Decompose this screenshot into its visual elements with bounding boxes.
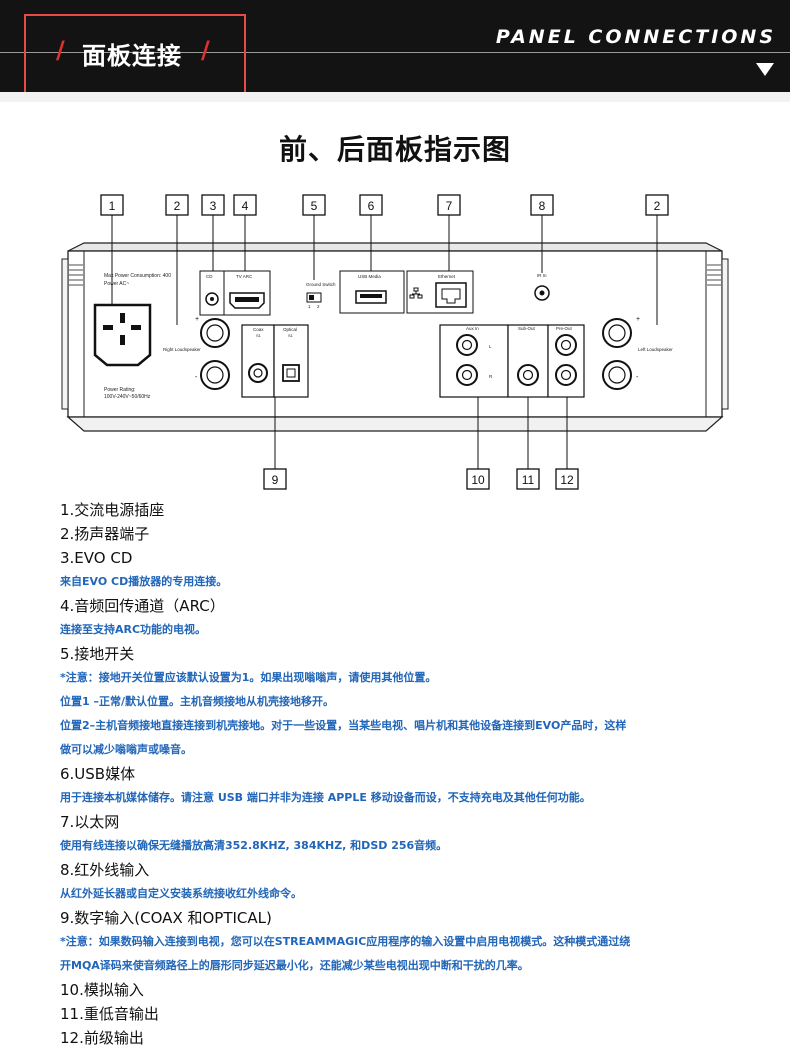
- header-slash-left: /: [56, 36, 65, 64]
- callout-6: 6: [368, 199, 375, 213]
- item-heading: 6.USB媒体: [60, 765, 136, 783]
- item-heading: 11.重低音输出: [60, 1005, 159, 1023]
- callout-1: 1: [109, 199, 116, 213]
- ir-in-label: IR In: [537, 273, 547, 278]
- item-description: 从红外延长器或自定义安装系统接收红外线命令。: [60, 887, 302, 900]
- item-heading: 5.接地开关: [60, 645, 135, 663]
- power-rating-label: Power Rating:: [104, 387, 135, 393]
- triangle-down-icon: [756, 63, 774, 76]
- callout-11: 11: [522, 473, 535, 487]
- item-description: 来自EVO CD播放器的专用连接。: [60, 575, 228, 588]
- right-plus-label: +: [195, 316, 199, 323]
- callout-7: 7: [446, 199, 453, 213]
- power-ac-label: Power AC~: [104, 281, 129, 287]
- aux-r-label: R: [489, 374, 493, 379]
- right-loudspeaker-label: Right Loudspeaker: [163, 347, 201, 352]
- callout-2-right: 2: [654, 199, 661, 213]
- item-description: 做可以减少嗡嗡声或噪音。: [60, 743, 192, 756]
- pre-out-label: Pre-Out: [556, 326, 573, 331]
- callout-12: 12: [560, 473, 574, 487]
- coax-number: S1: [256, 333, 262, 338]
- sub-out-label: Sub-Out: [518, 326, 536, 331]
- header-divider-line: [0, 52, 790, 53]
- callout-10: 10: [471, 473, 485, 487]
- item-heading: 1.交流电源插座: [60, 501, 165, 519]
- rear-panel-diagram: 1 2 3 4 5 6 7 8 2 9 10 11 12: [61, 194, 729, 490]
- hdmi-arc-port: [229, 292, 265, 309]
- network-icon: [409, 287, 423, 299]
- callout-9: 9: [272, 473, 279, 487]
- ground-switch-pos-1: 1: [308, 304, 311, 309]
- optical-label: Optical: [283, 327, 297, 332]
- usb-media-label: USB Media: [358, 274, 381, 279]
- right-speaker-terminals: [200, 318, 230, 390]
- item-heading: 2.扬声器端子: [60, 525, 150, 543]
- left-plus-label: +: [636, 316, 640, 323]
- item-heading: 8.红外线输入: [60, 861, 150, 879]
- item-description: 使用有线连接以确保无缝播放高清352.8KHZ, 384KHZ, 和DSD 25…: [60, 839, 448, 852]
- left-loudspeaker-label: Left Loudspeaker: [638, 347, 673, 352]
- item-heading: 9.数字输入(COAX 和OPTICAL): [60, 909, 272, 927]
- connection-description-list: 1.交流电源插座 2.扬声器端子 3.EVO CD 来自EVO CD播放器的专用连接。…: [60, 498, 760, 1050]
- ethernet-label: Ethernet: [438, 274, 456, 279]
- header-slash-right: /: [201, 36, 210, 64]
- header-title-en: PANEL CONNECTIONS: [495, 26, 776, 48]
- item-description: 位置1 –正常/默认位置。主机音频接地从机壳接地移开。: [60, 695, 334, 708]
- power-consumption-label: Max Power Consumption: 400: [104, 273, 171, 279]
- item-heading: 3.EVO CD: [60, 549, 133, 567]
- item-description: *注意：如果数码输入连接到电视，您可以在STREAMMAGIC应用程序的输入设置…: [60, 935, 631, 948]
- item-description: *注意：接地开关位置应该默认设置为1。如果出现嗡嗡声，请使用其他位置。: [60, 671, 437, 684]
- item-heading: 4.音频回传通道（ARC）: [60, 597, 225, 615]
- item-description: 用于连接本机媒体储存。请注意 USB 端口并非为连接 APPLE 移动设备而设，…: [60, 791, 591, 804]
- ac-power-socket: [93, 303, 152, 367]
- cd-label: CD: [206, 274, 213, 279]
- tv-arc-label: TV ARC: [236, 274, 253, 279]
- optical-number: S1: [288, 333, 294, 338]
- highlight-box: [24, 14, 246, 96]
- item-heading: 12.前级输出: [60, 1029, 144, 1047]
- callout-3: 3: [210, 199, 217, 213]
- coax-label: Coax: [253, 327, 264, 332]
- left-speaker-terminals: [602, 318, 632, 390]
- header-title-cn: 面板连接: [82, 42, 182, 70]
- callout-8: 8: [539, 199, 546, 213]
- aux-l-label: L: [489, 344, 492, 349]
- page-title: 前、后面板指示图: [278, 133, 511, 166]
- item-heading: 10.模拟输入: [60, 981, 144, 999]
- item-description: 连接至支持ARC功能的电视。: [60, 623, 207, 636]
- callout-2: 2: [174, 199, 181, 213]
- callout-5: 5: [311, 199, 318, 213]
- item-description: 开MQA译码来使音频路径上的唇形同步延迟最小化，还能减少某些电视出现中断和干扰的…: [60, 959, 529, 972]
- ground-switch-label: Ground Switch: [306, 282, 336, 287]
- left-minus-label: -: [636, 374, 639, 381]
- right-minus-label: -: [195, 374, 198, 381]
- item-heading: 7.以太网: [60, 813, 120, 831]
- aux-in-label: Aux In: [466, 326, 479, 331]
- ethernet-port: [435, 282, 467, 308]
- callout-4: 4: [242, 199, 249, 213]
- item-description: 位置2–主机音频接地直接连接到机壳接地。对于一些设置，当某些电视、唱片机和其他设…: [60, 719, 627, 732]
- ground-switch-pos-2: 2: [317, 304, 320, 309]
- header-shadow-bar: [0, 92, 790, 102]
- power-rating-value: 100V-240V~50/60Hz: [104, 394, 151, 400]
